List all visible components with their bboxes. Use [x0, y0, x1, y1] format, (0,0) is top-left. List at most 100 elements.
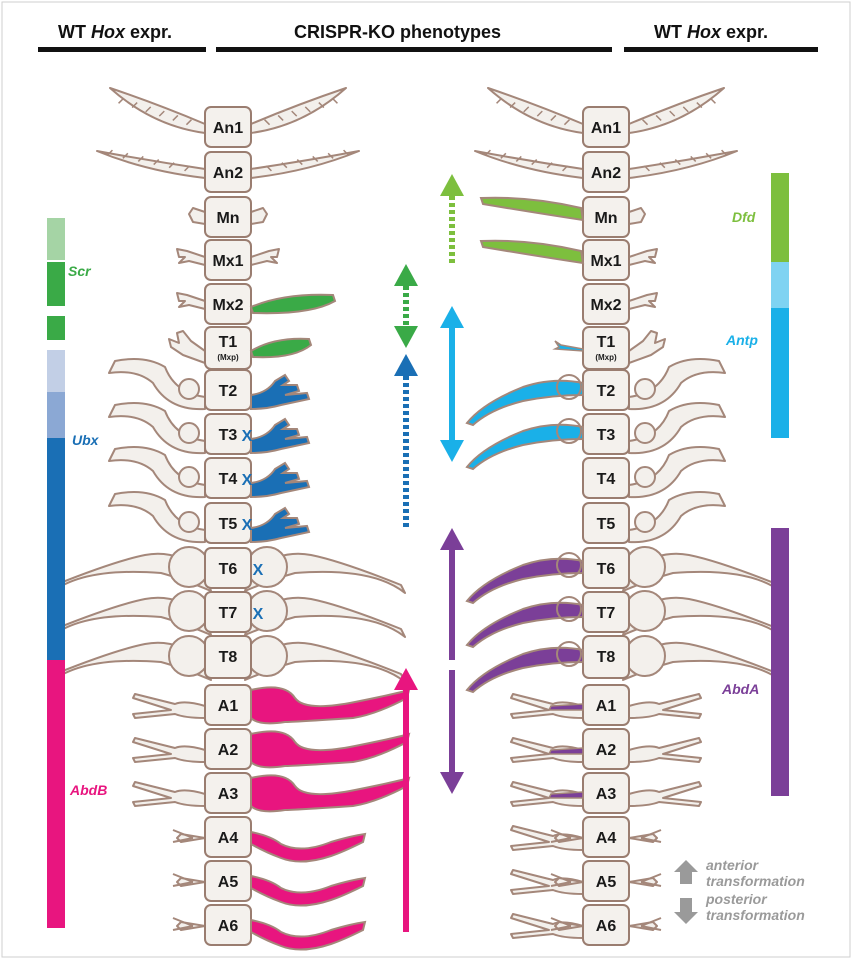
phenotype-antp-t1 — [555, 341, 583, 351]
phenotype-abda-t8 — [467, 648, 583, 692]
phenotype-abdb-a1 — [251, 687, 409, 723]
antp-arrow-head-up — [440, 306, 464, 328]
legend-anterior-line1: anterior — [706, 857, 760, 873]
appendage-t1-left — [169, 331, 205, 363]
appendage-a2-left — [133, 738, 205, 762]
abdb-arrow-head — [394, 668, 418, 690]
segment-label-a6: A6 — [218, 918, 239, 935]
ubx-medium-bar — [47, 392, 65, 438]
appendage-t8-left-gill — [169, 636, 209, 676]
header-right-underline — [624, 47, 818, 52]
scr-bar — [47, 262, 65, 306]
appendage-mx1-left — [177, 249, 205, 265]
left-expression-bars — [47, 218, 65, 928]
phenotype-abda-t6 — [467, 559, 583, 603]
anterior-transformation-arrow-icon — [674, 860, 698, 884]
segment-label-t5: T5 — [219, 516, 238, 533]
appendage-a1-right-r — [629, 694, 701, 718]
appendage-mn-right-r — [629, 208, 645, 224]
appendage-an1-left — [110, 88, 205, 133]
ubx-bar — [47, 438, 65, 660]
appendage-t1-right-r — [629, 331, 665, 363]
ubx-weak-bar — [47, 350, 65, 392]
segment-label-a2: A2 — [218, 742, 239, 759]
appendage-t6-right-r-gill — [625, 547, 665, 587]
phenotype-abdb-a6 — [251, 920, 365, 950]
appendage-an1-left-spine — [119, 98, 124, 103]
segment-label-t7: T7 — [597, 605, 616, 622]
segment-label-t7: T7 — [219, 605, 238, 622]
appendage-a1-left — [133, 694, 205, 718]
legend-posterior-line2: transformation — [706, 907, 805, 923]
segment-label-a3: A3 — [596, 786, 617, 803]
segment-label-an1: An1 — [213, 120, 243, 137]
legend-posterior-line1: posterior — [705, 891, 768, 907]
appendage-t2-left-gill — [179, 379, 199, 399]
knockout-x-marker: X — [242, 472, 253, 489]
appendage-a2-right-r — [629, 738, 701, 762]
appendage-mx2-right-r — [629, 293, 657, 309]
abdb-bar — [47, 660, 65, 928]
gene-label-ubx: Ubx — [72, 432, 100, 448]
segment-label-t8: T8 — [219, 649, 238, 666]
header-center-underline — [216, 47, 612, 52]
appendage-t7-left-gill — [169, 591, 209, 631]
abda-arrow-head-down — [440, 772, 464, 794]
appendage-t3-right-r-gill — [635, 423, 655, 443]
legend: anterior transformation posterior transf… — [674, 857, 805, 924]
segment-label-t8: T8 — [597, 649, 616, 666]
gene-label-abda: AbdA — [721, 681, 759, 697]
segment-label-mx1: Mx1 — [212, 253, 243, 270]
segment-label-mx2: Mx2 — [212, 297, 243, 314]
segment-label-t6: T6 — [219, 561, 238, 578]
segment-sublabel-mxp: (Mxp) — [595, 353, 617, 362]
knockout-x-marker: X — [253, 562, 264, 579]
segment-label-a5: A5 — [218, 874, 239, 891]
segment-label-a4: A4 — [218, 830, 239, 847]
abda-bar — [771, 528, 789, 796]
appendage-t4-right-r-gill — [635, 467, 655, 487]
segment-label-t3: T3 — [597, 427, 616, 444]
scr-t1-bar — [47, 316, 65, 340]
appendage-a3-right-r — [629, 782, 701, 806]
phenotype-abda-t7 — [467, 603, 583, 647]
segment-label-t6: T6 — [597, 561, 616, 578]
segment-label-an2: An2 — [213, 165, 243, 182]
segment-label-a4: A4 — [596, 830, 617, 847]
knockout-x-marker: X — [242, 517, 253, 534]
appendage-an1-right — [251, 88, 346, 133]
appendage-mx2-left — [177, 293, 205, 309]
segment-label-a3: A3 — [218, 786, 239, 803]
appendage-t4-left-gill — [179, 467, 199, 487]
appendage-t8-right-r-gill — [625, 636, 665, 676]
scr-arrow-head-up — [394, 264, 418, 286]
segment-label-t1: T1 — [597, 334, 616, 351]
dfd-bar — [771, 173, 789, 263]
phenotype-abdb-a3 — [251, 775, 409, 811]
ubx-arrow-head — [394, 354, 418, 376]
antp-arrow-head-down — [440, 440, 464, 462]
appendage-t6-left-gill — [169, 547, 209, 587]
gene-label-antp: Antp — [725, 332, 758, 348]
appendage-an1-right-r — [629, 88, 724, 133]
gene-label-scr: Scr — [68, 263, 92, 279]
segment-label-t1: T1 — [219, 334, 238, 351]
gene-label-abdb: AbdB — [69, 782, 107, 798]
appendage-mn-left — [189, 208, 205, 224]
segment-label-t3: T3 — [219, 427, 238, 444]
dfd-arrow-head — [440, 174, 464, 196]
scr-arrow-head-down — [394, 326, 418, 348]
appendage-mx1-right-r — [629, 249, 657, 265]
appendage-an1-left-r — [488, 88, 583, 133]
appendage-t7-right-r-gill — [625, 591, 665, 631]
legend-anterior-line2: transformation — [706, 873, 805, 889]
segment-label-t4: T4 — [597, 471, 616, 488]
antp-bar — [771, 308, 789, 438]
appendage-an1-right-r-spine — [710, 98, 715, 103]
appendage-an2-right — [251, 151, 359, 178]
appendage-an1-right-spine — [332, 98, 337, 103]
appendage-t8-right-gill — [247, 636, 287, 676]
right-expression-bars — [771, 173, 789, 796]
